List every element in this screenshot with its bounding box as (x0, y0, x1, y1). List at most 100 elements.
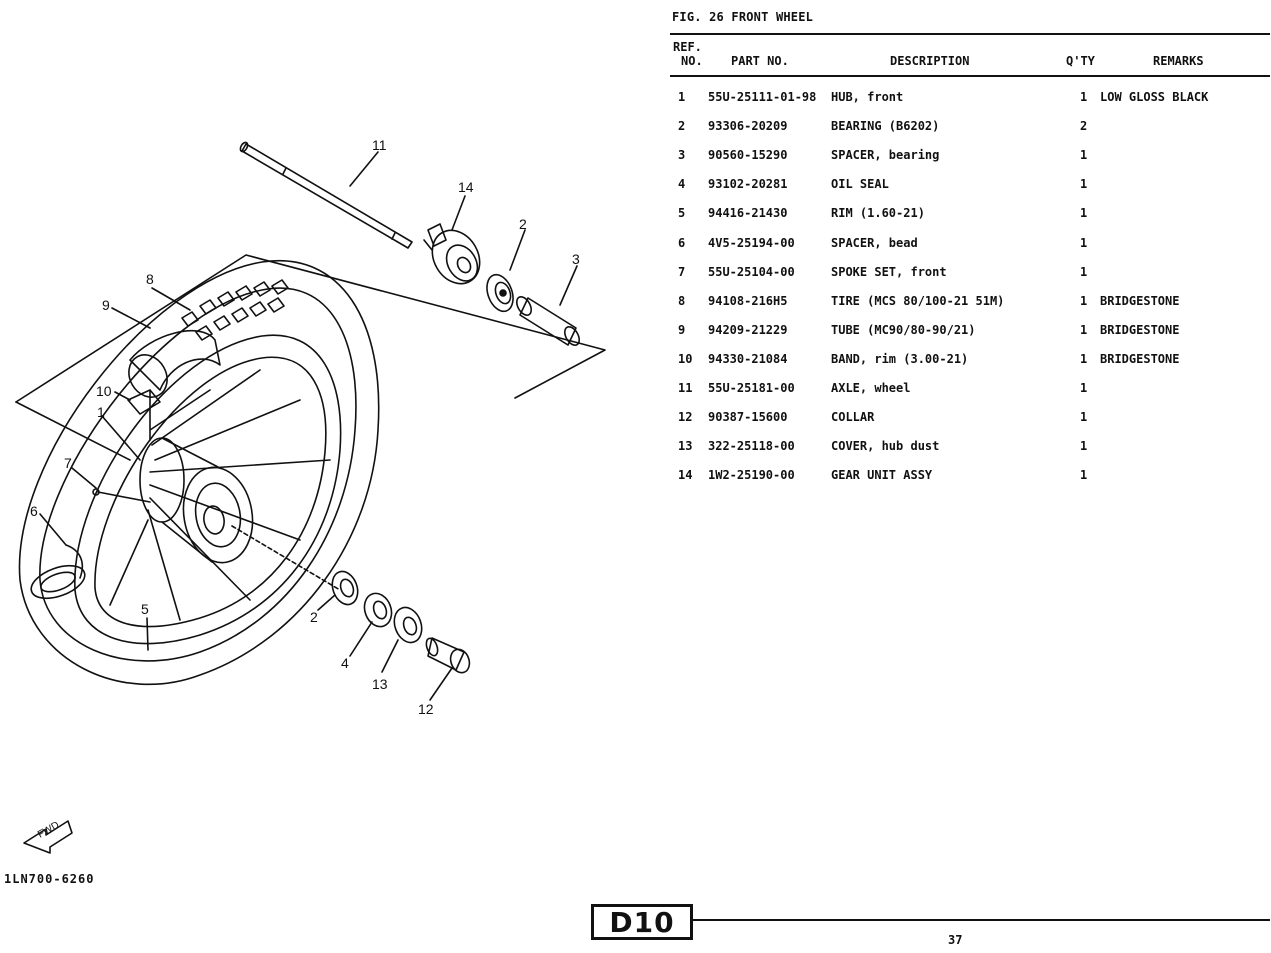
rim-shape (74, 334, 342, 645)
callout-7: 7 (64, 455, 72, 471)
callout-14: 14 (458, 179, 474, 195)
front-wheel-diagram: 11 14 2 3 8 9 10 1 7 6 5 2 4 13 12 FWD (15, 137, 606, 854)
qty-cell: 1 (1080, 264, 1088, 279)
ref-cell: 5 (678, 206, 686, 221)
ref-cell: 7 (678, 264, 686, 279)
header-remarks: REMARKS (1153, 54, 1204, 68)
part-no-cell: 94416-21430 (708, 206, 788, 221)
dust-cover-shape (393, 606, 423, 644)
ref-cell: 8 (678, 293, 686, 308)
callout-9: 9 (102, 297, 110, 313)
ref-cell: 14 (678, 468, 693, 483)
description-cell: TIRE (MCS 80/100-21 51M) (831, 293, 1005, 308)
description-cell: TUBE (MC90/80-90/21) (831, 322, 976, 337)
ref-cell: 4 (678, 177, 686, 192)
remarks-cell: LOW GLOSS BLACK (1100, 90, 1209, 104)
description-cell: BAND, rim (3.00-21) (831, 351, 969, 366)
qty-cell: 1 (1080, 468, 1088, 483)
page-number: 37 (948, 933, 963, 947)
ref-cell: 12 (678, 410, 693, 425)
table-row: 14 1W2-25190-00 GEAR UNIT ASSY 1 (670, 468, 1270, 492)
axle-shape (241, 143, 413, 249)
callout-5: 5 (141, 601, 149, 617)
part-no-cell: 55U-25111-01-98 (708, 90, 817, 104)
description-cell: AXLE, wheel (831, 381, 911, 395)
callout-3: 3 (572, 251, 580, 267)
table-row: 3 90560-15290 SPACER, bearing 1 (670, 148, 1270, 172)
spokes-shape (92, 369, 331, 621)
remarks-cell: BRIDGESTONE (1100, 322, 1180, 337)
description-cell: SPACER, bearing (831, 148, 940, 163)
callout-2-top: 2 (519, 216, 527, 232)
spacer-shape (515, 296, 581, 346)
top-rule (670, 33, 1270, 35)
part-no-cell: 90560-15290 (708, 148, 788, 163)
bottom-rule (693, 919, 1270, 921)
header-part-no: PART NO. (731, 54, 789, 68)
oil-seal-shape (363, 592, 393, 628)
qty-cell: 1 (1080, 410, 1088, 425)
part-no-cell: 55U-25104-00 (708, 264, 795, 279)
header-description: DESCRIPTION (890, 54, 970, 68)
callout-13: 13 (372, 676, 388, 692)
remarks-cell: BRIDGESTONE (1100, 293, 1180, 308)
part-no-cell: 322-25118-00 (708, 439, 795, 454)
qty-cell: 1 (1080, 439, 1088, 454)
ref-cell: 13 (678, 439, 693, 454)
qty-cell: 1 (1080, 148, 1088, 163)
bead-spacer-shape (30, 544, 86, 600)
header-rule (670, 75, 1270, 77)
callout-8: 8 (146, 271, 154, 287)
qty-cell: 1 (1080, 293, 1088, 308)
ref-cell: 1 (678, 90, 686, 104)
tire-shape (18, 259, 380, 686)
gear-unit-shape (423, 223, 481, 285)
qty-cell: 1 (1080, 351, 1088, 366)
bearing-bottom-shape (331, 570, 359, 606)
section-badge: D10 (591, 904, 693, 940)
fwd-arrow-icon (23, 820, 73, 854)
remarks-cell: BRIDGESTONE (1100, 351, 1180, 366)
callout-4: 4 (341, 655, 349, 671)
callout-10: 10 (96, 383, 112, 399)
header-qty: Q'TY (1066, 54, 1095, 68)
part-no-cell: 93306-20209 (708, 119, 788, 134)
description-cell: BEARING (B6202) (831, 119, 940, 134)
callout-11: 11 (372, 137, 387, 153)
description-cell: OIL SEAL (831, 177, 889, 192)
bearing-top-shape (486, 273, 514, 313)
description-cell: GEAR UNIT ASSY (831, 468, 933, 483)
callout-2-bottom: 2 (310, 609, 318, 625)
header-ref-line2: NO. (681, 54, 703, 68)
qty-cell: 1 (1080, 206, 1088, 221)
description-cell: SPACER, bead (831, 235, 918, 250)
diagram-code: 1LN700-6260 (4, 872, 95, 886)
qty-cell: 1 (1080, 235, 1088, 250)
part-no-cell: 94330-21084 (708, 351, 788, 366)
header-ref-line1: REF. (673, 40, 702, 54)
fwd-label: FWD (36, 820, 61, 841)
rim-band-shape (127, 389, 161, 415)
part-no-cell: 93102-20281 (708, 177, 788, 192)
description-cell: RIM (1.60-21) (831, 206, 925, 221)
collar-shape (425, 637, 471, 674)
part-no-cell: 1W2-25190-00 (708, 468, 795, 483)
ref-cell: 9 (678, 322, 686, 337)
assembly-plane (15, 254, 606, 403)
qty-cell: 1 (1080, 90, 1088, 104)
ref-cell: 3 (678, 148, 686, 163)
section-badge-label: D10 (609, 905, 675, 939)
callout-6: 6 (30, 503, 38, 519)
part-no-cell: 4V5-25194-00 (708, 235, 795, 250)
part-no-cell: 94108-216H5 (708, 293, 788, 308)
description-cell: COVER, hub dust (831, 439, 940, 454)
part-no-cell: 94209-21229 (708, 322, 788, 337)
tube-shape (128, 330, 221, 398)
